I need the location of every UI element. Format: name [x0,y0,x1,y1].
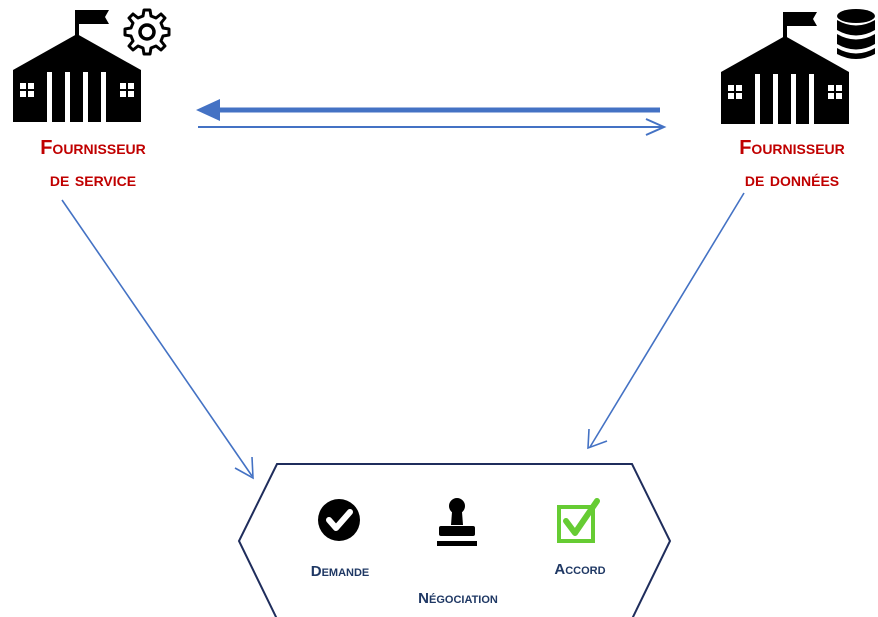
data-to-process-arrow [587,192,745,450]
step-label-accord: Accord [554,561,606,578]
step-label-demande: Demande [310,563,370,580]
service-provider-building-icon [13,10,141,122]
service-provider-label-line2: de service [49,169,137,191]
data-provider-label-line2: de données [744,169,840,191]
step-label-negociation: Négociation [418,590,498,607]
service-provider-label-line1: Fournisseur [40,137,146,159]
stamp-icon [437,498,477,546]
exchange-arrows [196,99,667,136]
check-circle-icon [318,499,360,541]
database-icon [837,9,875,59]
service-provider-label: Fournisseur de service [8,132,178,196]
gear-icon [123,8,171,56]
service-to-process-arrow [61,199,254,480]
checkbox-checked-icon [557,498,600,543]
data-provider-label: Fournisseur de données [707,132,877,196]
data-provider-label-line1: Fournisseur [739,137,845,159]
data-provider-building-icon [721,12,849,124]
